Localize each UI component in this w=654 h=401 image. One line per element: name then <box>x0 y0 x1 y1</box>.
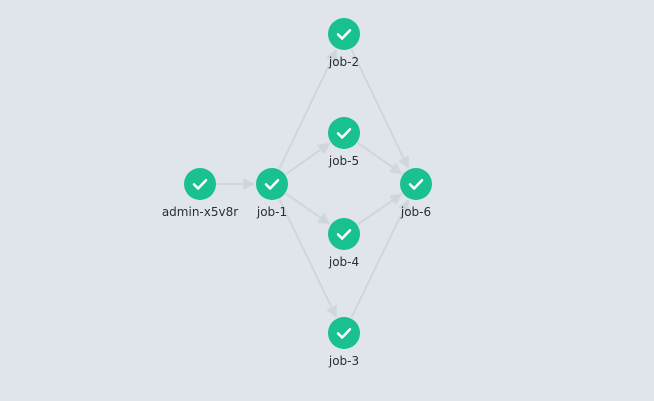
edge-job-5-to-job-6 <box>357 142 403 175</box>
node-label: job-4 <box>328 255 360 269</box>
node-label: admin-x5v8r <box>161 205 239 219</box>
node-label: job-2 <box>328 55 360 69</box>
edge-job-1-to-job-3 <box>278 198 338 318</box>
edge-job-2-to-job-6 <box>350 48 410 169</box>
edge-job-3-to-job-6 <box>350 199 410 319</box>
status-success-badge <box>328 117 360 149</box>
check-icon <box>336 127 352 139</box>
status-success-badge <box>400 168 432 200</box>
status-success-badge <box>256 168 288 200</box>
node-label: job-5 <box>328 154 360 168</box>
check-icon <box>336 28 352 40</box>
node-label: job-3 <box>328 354 360 368</box>
edge-job-1-to-job-5 <box>285 142 331 175</box>
edge-job-4-to-job-6 <box>357 193 403 226</box>
check-icon <box>264 178 280 190</box>
check-icon <box>336 327 352 339</box>
status-success-badge <box>328 317 360 349</box>
check-icon <box>336 228 352 240</box>
status-success-badge <box>184 168 216 200</box>
status-success-badge <box>328 218 360 250</box>
node-label: job-6 <box>400 205 432 219</box>
check-icon <box>408 178 424 190</box>
status-success-badge <box>328 18 360 50</box>
edge-job-1-to-job-4 <box>285 192 331 225</box>
node-label: job-1 <box>256 205 288 219</box>
check-icon <box>192 178 208 190</box>
edge-job-1-to-job-2 <box>278 49 338 170</box>
